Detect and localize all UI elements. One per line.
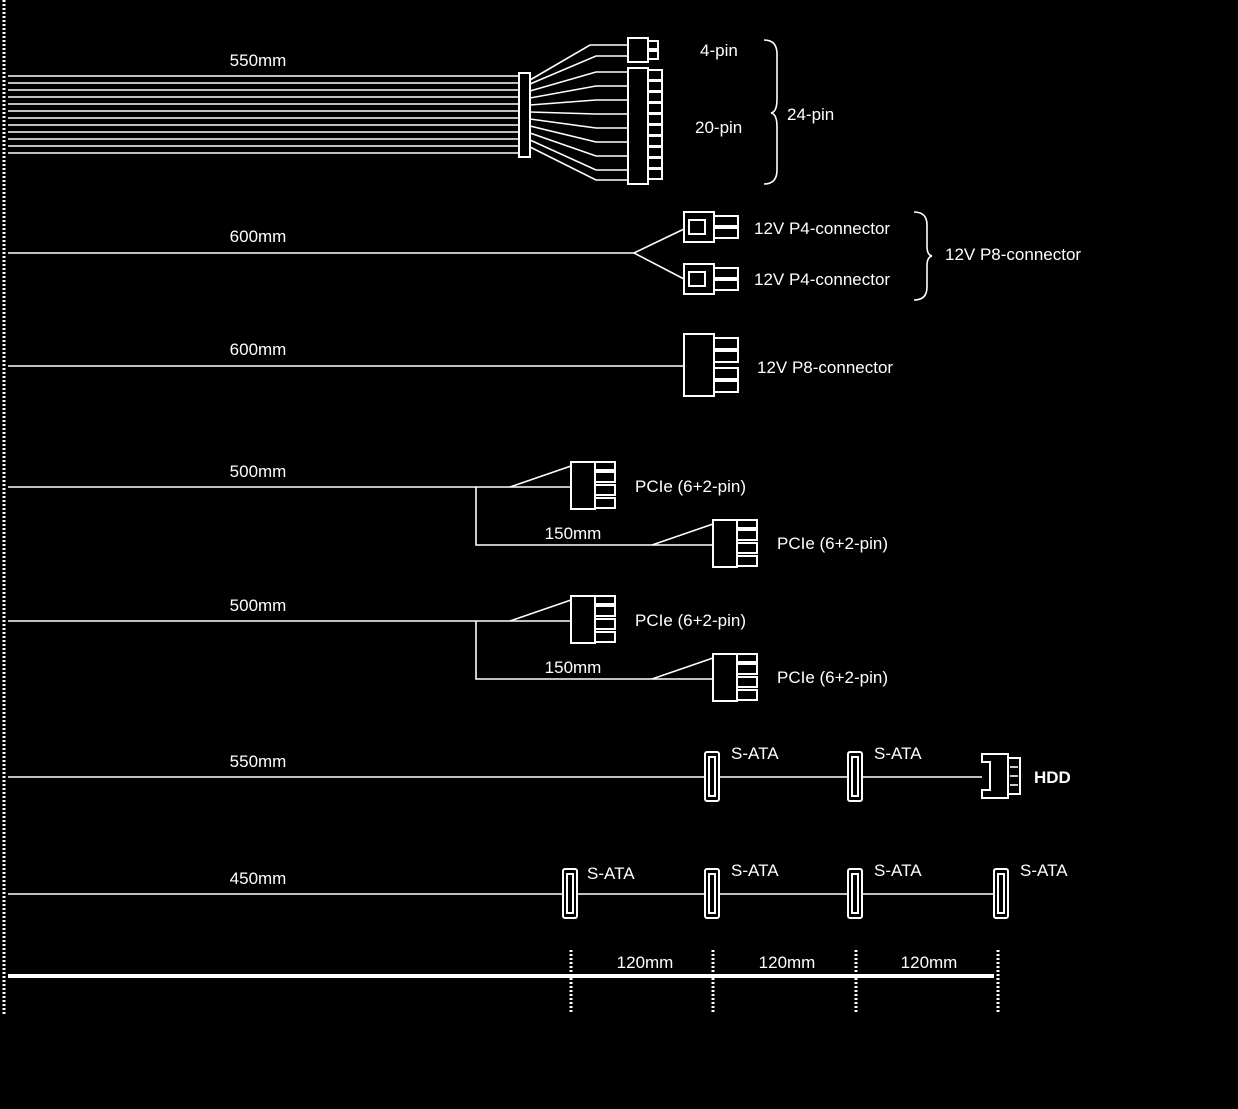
atx-20pin-label: 20-pin — [695, 118, 742, 137]
pcie-1-connector-b — [712, 519, 758, 568]
p4-bottom-label: 12V P4-connector — [754, 270, 890, 289]
pcie-cable-1: 500mm 150mm PCIe (6+2-pin) PCIe (6+2-pin… — [8, 461, 888, 568]
atx-24pin-brace — [763, 39, 778, 185]
sata-hdd-connector-2-label: S-ATA — [874, 744, 922, 763]
cpu-split-length-label: 600mm — [230, 227, 287, 246]
sata-4-connector-3 — [847, 868, 863, 919]
p8-connector-label: 12V P8-connector — [757, 358, 893, 377]
pcie-2-length-label: 500mm — [230, 596, 287, 615]
pcie-2-connector-a — [570, 595, 616, 644]
sata-4-connector-3-label: S-ATA — [874, 861, 922, 880]
pcie-cable-2: 500mm 150mm PCIe (6+2-pin) PCIe (6+2-pin… — [8, 595, 888, 702]
p8-group-label: 12V P8-connector — [945, 245, 1081, 264]
atx-cable-sleeve-clamp — [518, 72, 531, 158]
atx-24pin-label: 24-pin — [787, 105, 834, 124]
atx-4pin-label: 4-pin — [700, 41, 738, 60]
p4-top-label: 12V P4-connector — [754, 219, 890, 238]
sata-hdd-cable: 550mm S-ATA S-ATA HDD — [8, 744, 1071, 802]
sata-hdd-length-label: 550mm — [230, 752, 287, 771]
sata-hdd-connector-2 — [847, 751, 863, 802]
sata-4-connector-2-label: S-ATA — [731, 861, 779, 880]
cpu-split-cable: 600mm 12V P4-connector 12V P4-connector … — [8, 211, 1081, 301]
sata-4-length-label: 450mm — [230, 869, 287, 888]
p4-connector-bottom — [683, 263, 739, 295]
pcie-1-branch-length-label: 150mm — [545, 524, 602, 543]
pcie-1-connector-a-label: PCIe (6+2-pin) — [635, 477, 746, 496]
p8-connector — [683, 333, 739, 397]
atx-24pin-cable: 550mm 4-pin 20-pin 24-pin — [8, 37, 834, 185]
scale-bar: 120mm 120mm 120mm — [8, 950, 1000, 1014]
sata-4-connector-2 — [704, 868, 720, 919]
pcie-1-connector-b-label: PCIe (6+2-pin) — [777, 534, 888, 553]
scale-segment-1-label: 120mm — [617, 953, 674, 972]
pcie-2-connector-a-label: PCIe (6+2-pin) — [635, 611, 746, 630]
pcie-2-connector-b-label: PCIe (6+2-pin) — [777, 668, 888, 687]
p4-connector-top — [683, 211, 739, 243]
atx-4pin-connector — [627, 37, 659, 63]
atx-fanout-wires — [529, 44, 628, 181]
sata-4-connector-1-label: S-ATA — [587, 864, 635, 883]
atx-length-label: 550mm — [230, 51, 287, 70]
pcie-2-connector-b — [712, 653, 758, 702]
pcie-1-length-label: 500mm — [230, 462, 287, 481]
pcie-1-connector-a — [570, 461, 616, 510]
scale-segment-3-label: 120mm — [901, 953, 958, 972]
sata-4-connector-1 — [562, 868, 578, 919]
sata-4-cable: 450mm S-ATA S-ATA S-ATA S-ATA — [8, 861, 1068, 919]
cpu-p8-cable: 600mm 12V P8-connector — [8, 333, 893, 397]
p8-group-brace — [913, 211, 933, 301]
scale-segment-2-label: 120mm — [759, 953, 816, 972]
hdd-molex-connector — [981, 753, 1021, 799]
atx-wire-bundle — [8, 75, 520, 154]
sata-4-connector-4-label: S-ATA — [1020, 861, 1068, 880]
sata-hdd-connector-1-label: S-ATA — [731, 744, 779, 763]
cpu-p8-length-label: 600mm — [230, 340, 287, 359]
pcie-2-branch-length-label: 150mm — [545, 658, 602, 677]
sata-4-connector-4 — [993, 868, 1009, 919]
sata-hdd-connector-1 — [704, 751, 720, 802]
hdd-connector-label: HDD — [1034, 768, 1071, 787]
atx-20pin-connector — [627, 67, 663, 185]
